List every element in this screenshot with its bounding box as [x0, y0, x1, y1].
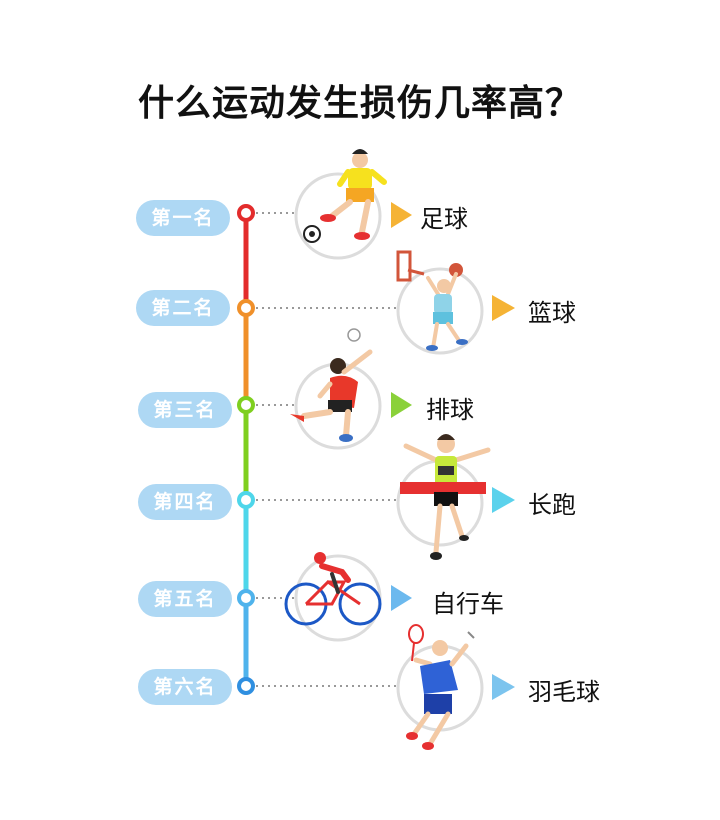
arrow-icon-5 [391, 585, 412, 611]
rank-label-2: 第二名 [136, 290, 230, 326]
arrow-icon-3 [391, 392, 412, 418]
rank-label-4: 第四名 [138, 484, 232, 520]
arrow-icon-2 [492, 295, 515, 321]
volleyball-player-icon [290, 328, 373, 442]
nodes [237, 204, 255, 695]
badminton-player-icon [406, 624, 475, 750]
connectors [256, 212, 398, 687]
sport-label-1: 足球 [420, 205, 468, 233]
basketball-player-icon [396, 250, 468, 351]
cyclist-icon [284, 552, 382, 626]
sport-label-6: 羽毛球 [528, 678, 600, 706]
node-2 [237, 299, 255, 317]
page-title: 什么运动发生损伤几率高？ [137, 83, 582, 124]
node-4 [237, 491, 255, 509]
rank-label-6: 第六名 [138, 669, 232, 705]
node-6 [237, 677, 255, 695]
rank-label-1: 第一名 [136, 200, 230, 236]
node-5 [237, 589, 255, 607]
football-player-icon [303, 149, 387, 243]
node-3 [237, 396, 255, 414]
sport-label-2: 篮球 [528, 299, 576, 327]
arrow-icon-4 [492, 487, 515, 513]
runner-icon [400, 434, 491, 560]
icon-circles [294, 172, 484, 732]
sport-label-4: 长跑 [528, 491, 576, 519]
sport-label-3: 排球 [426, 396, 474, 424]
arrow-icon-1 [391, 202, 412, 228]
arrow-icon-6 [492, 674, 515, 700]
rank-label-5: 第五名 [138, 581, 232, 617]
node-1 [237, 204, 255, 222]
rank-label-3: 第三名 [138, 392, 232, 428]
sport-label-5: 自行车 [432, 590, 504, 618]
arrows [391, 202, 515, 700]
